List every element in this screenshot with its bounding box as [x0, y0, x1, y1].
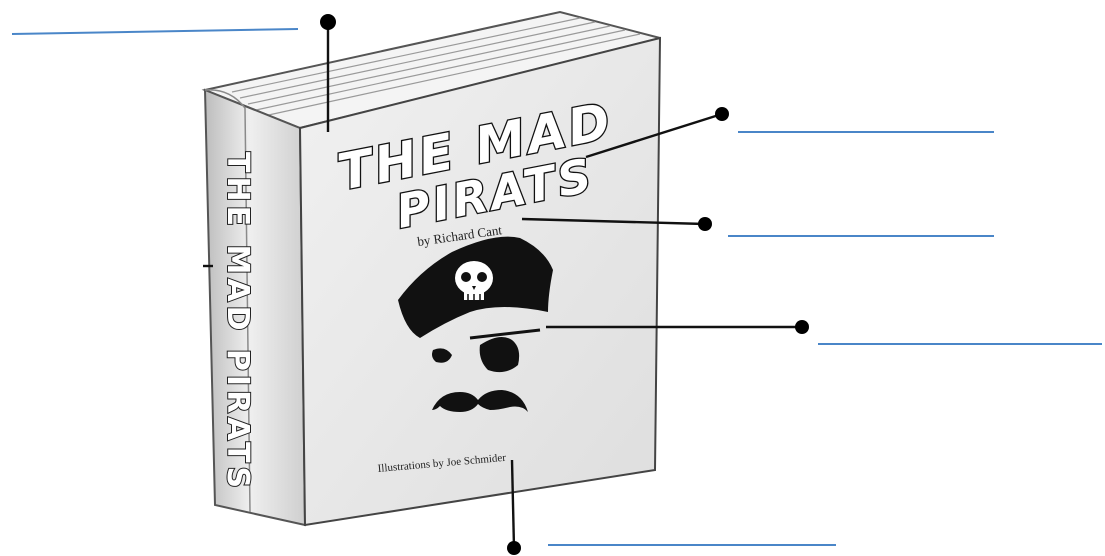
leader-illustrator-dot	[507, 541, 521, 555]
leader-author-dot	[698, 217, 712, 231]
leader-title-dot	[715, 107, 729, 121]
spine-title: THE MAD PIRATS	[220, 152, 255, 492]
book-illustration: THE MAD PIRATS THE MAD PIRATS by Richard…	[205, 12, 660, 525]
answer-line-top-left[interactable]	[12, 29, 298, 34]
eye-patch	[480, 337, 519, 372]
leader-illustration-dot	[795, 320, 809, 334]
leader-top-dot	[320, 14, 336, 30]
